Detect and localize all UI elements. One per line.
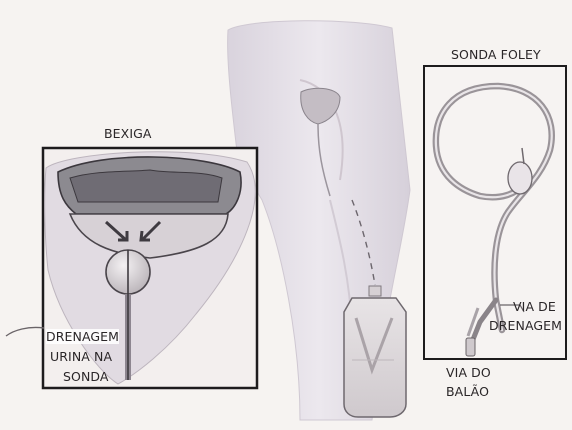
catheter-panel: [424, 66, 566, 359]
label-drainage-line-3: SONDA: [63, 369, 109, 384]
label-drainage-route-2: DRENAGEM: [489, 318, 562, 333]
label-balloon-route-2: BALÃO: [446, 384, 489, 399]
label-foley-catheter: SONDA FOLEY: [451, 47, 541, 62]
urine-bag: [344, 286, 406, 417]
label-drainage-line-1: DRENAGEM: [46, 329, 119, 344]
label-drainage-route-1: VIA DE: [513, 299, 556, 314]
label-drainage-line-2: URINA NA: [50, 349, 112, 364]
label-balloon-route-1: VIA DO: [446, 365, 491, 380]
label-bladder: BEXIGA: [104, 126, 152, 141]
pointer-line: [6, 327, 44, 336]
